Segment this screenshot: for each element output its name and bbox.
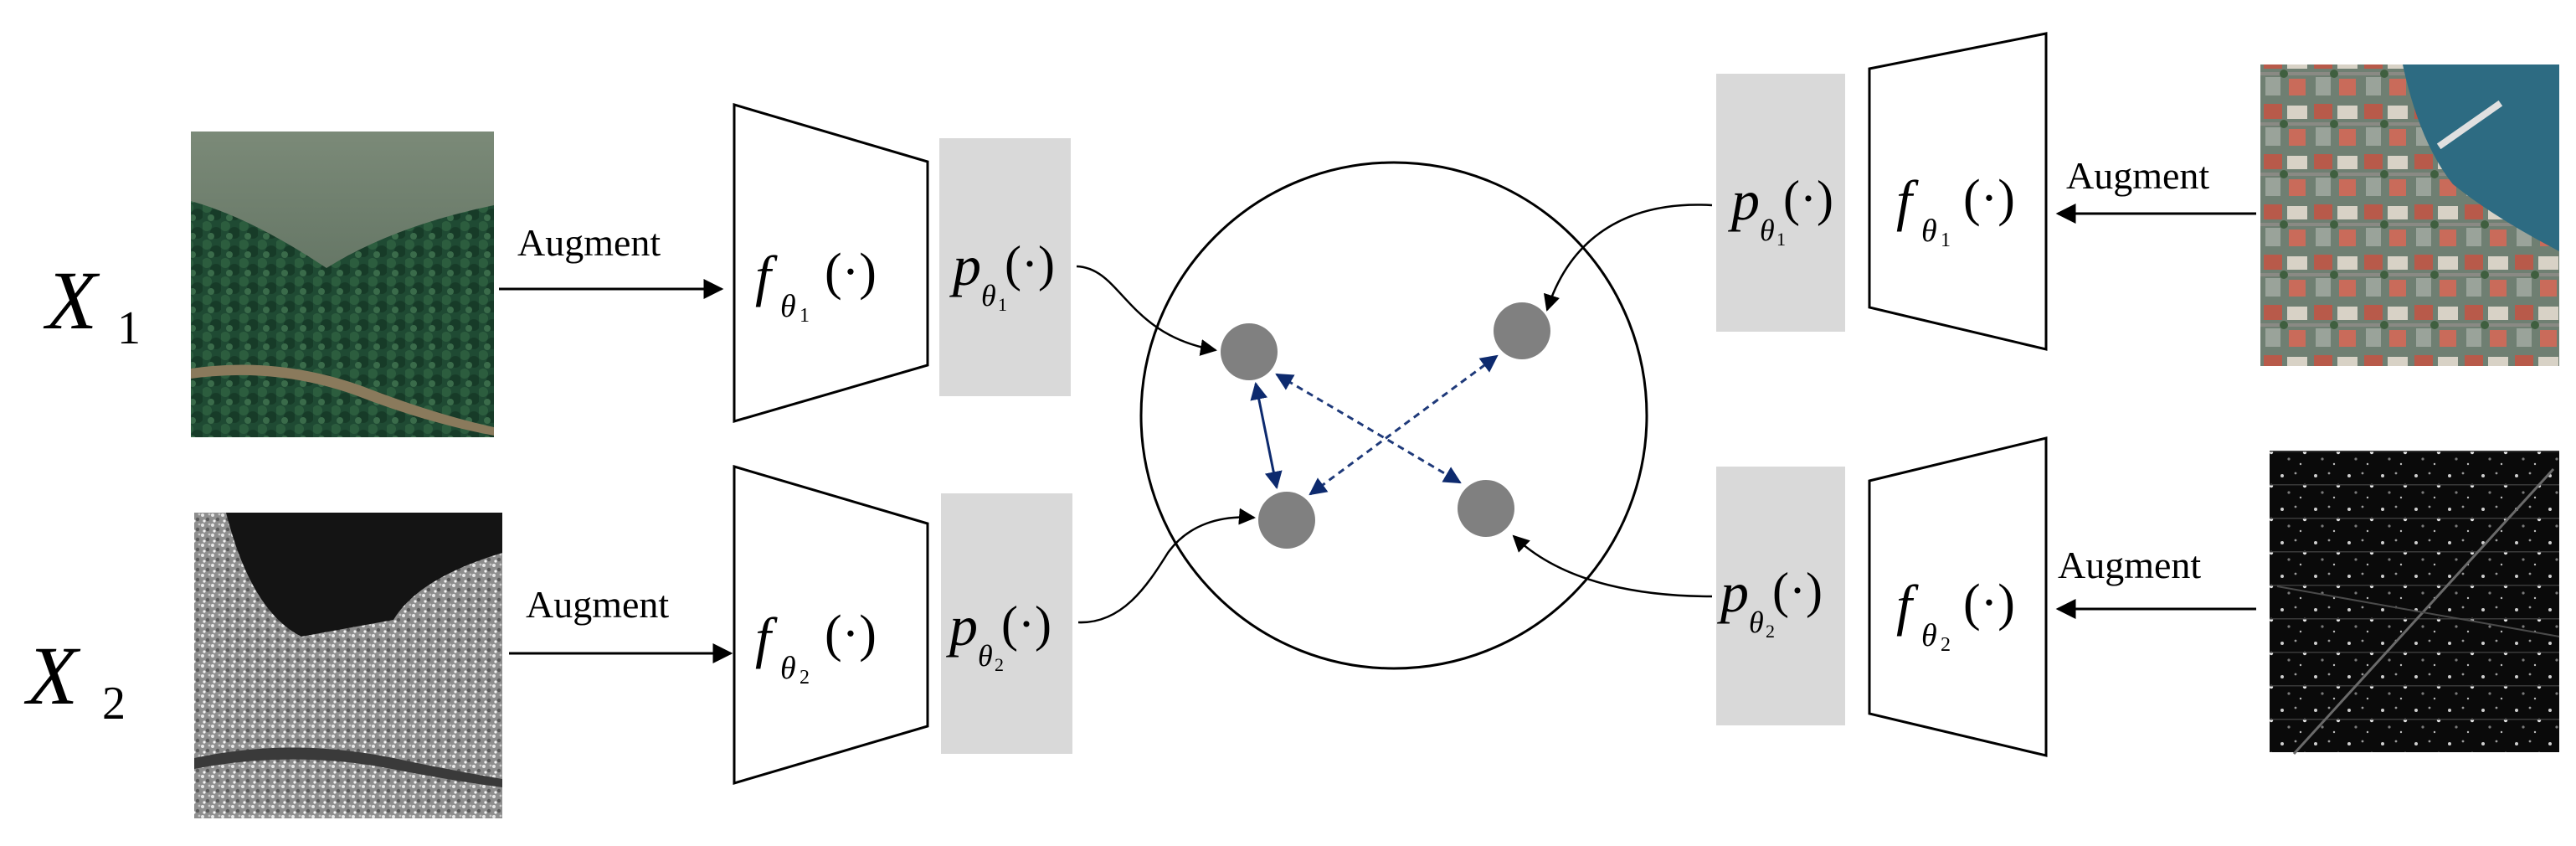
positive-pair-arrow: [1250, 381, 1283, 490]
svg-text:(·): (·): [1005, 236, 1055, 291]
svg-text:(·): (·): [1963, 575, 2015, 632]
svg-text:θ: θ: [1921, 618, 1937, 653]
optical-urban-image: [2260, 64, 2559, 366]
encoder-f1-right: f θ 1 (·): [1868, 32, 2048, 351]
svg-text:(·): (·): [825, 244, 877, 301]
svg-text:(·): (·): [1963, 170, 2015, 227]
svg-text:2: 2: [1941, 634, 1951, 656]
projection-arrow-p2-left: [1077, 508, 1256, 624]
augment-label-bottom-left: Augment: [526, 583, 669, 626]
svg-text:X: X: [43, 254, 100, 347]
embedding-space-circle: [1139, 161, 1648, 670]
svg-text:p: p: [949, 234, 981, 297]
augment-label-top-left: Augment: [517, 221, 661, 264]
svg-text:θ: θ: [1749, 606, 1764, 639]
projection-arrow-p1-right: [1543, 204, 1713, 312]
svg-text:θ: θ: [978, 639, 993, 673]
svg-text:1: 1: [800, 305, 810, 327]
svg-text:(·): (·): [1001, 596, 1051, 652]
svg-text:θ: θ: [981, 279, 996, 312]
svg-text:1: 1: [1776, 229, 1786, 250]
negative-pair-arrow-b: [1309, 354, 1499, 496]
row-label-x1: X 1: [43, 254, 141, 354]
augment-label-top-right: Augment: [2066, 154, 2209, 197]
svg-text:1: 1: [998, 294, 1007, 315]
svg-text:2: 2: [995, 654, 1004, 675]
embedding-node-x1-left: [1221, 323, 1278, 380]
projector-p1-right: p θ 1 (·): [1716, 74, 1845, 332]
svg-text:p: p: [1717, 560, 1749, 624]
sar-urban-image: [2270, 451, 2560, 756]
svg-text:1: 1: [1941, 230, 1951, 251]
projector-p2-left: p θ 2 (·): [941, 493, 1072, 754]
svg-text:(·): (·): [1783, 171, 1833, 226]
svg-text:θ: θ: [780, 651, 796, 686]
embedding-node-x1-right: [1494, 302, 1550, 359]
projector-p2-right: p θ 2 (·): [1716, 467, 1845, 725]
svg-text:(·): (·): [825, 606, 877, 663]
svg-text:θ: θ: [780, 289, 796, 324]
svg-text:(·): (·): [1772, 563, 1823, 618]
svg-text:p: p: [1728, 168, 1760, 232]
optical-image: [191, 132, 494, 437]
encoder-f2-right: f θ 2 (·): [1868, 436, 2048, 757]
embedding-node-x2-right: [1458, 480, 1514, 537]
encoder-f1-left: f θ 1 (·): [733, 102, 929, 423]
svg-text:p: p: [946, 594, 978, 658]
sar-image: [194, 513, 502, 818]
svg-text:2: 2: [102, 678, 126, 730]
svg-text:2: 2: [800, 667, 810, 689]
svg-text:θ: θ: [1760, 214, 1775, 247]
svg-text:X: X: [23, 629, 81, 722]
svg-text:θ: θ: [1921, 214, 1937, 249]
embedding-node-x2-left: [1258, 492, 1315, 549]
projection-arrow-p2-right: [1512, 534, 1713, 598]
augment-label-bottom-right: Augment: [2058, 544, 2201, 586]
svg-text:1: 1: [117, 302, 141, 354]
projector-p1-left: p θ 1 (·): [939, 138, 1071, 396]
row-label-x2: X 2: [23, 629, 126, 730]
encoder-f2-left: f θ 2 (·): [733, 464, 929, 786]
svg-text:2: 2: [1766, 621, 1775, 642]
projection-arrow-p1-left: [1076, 265, 1217, 356]
